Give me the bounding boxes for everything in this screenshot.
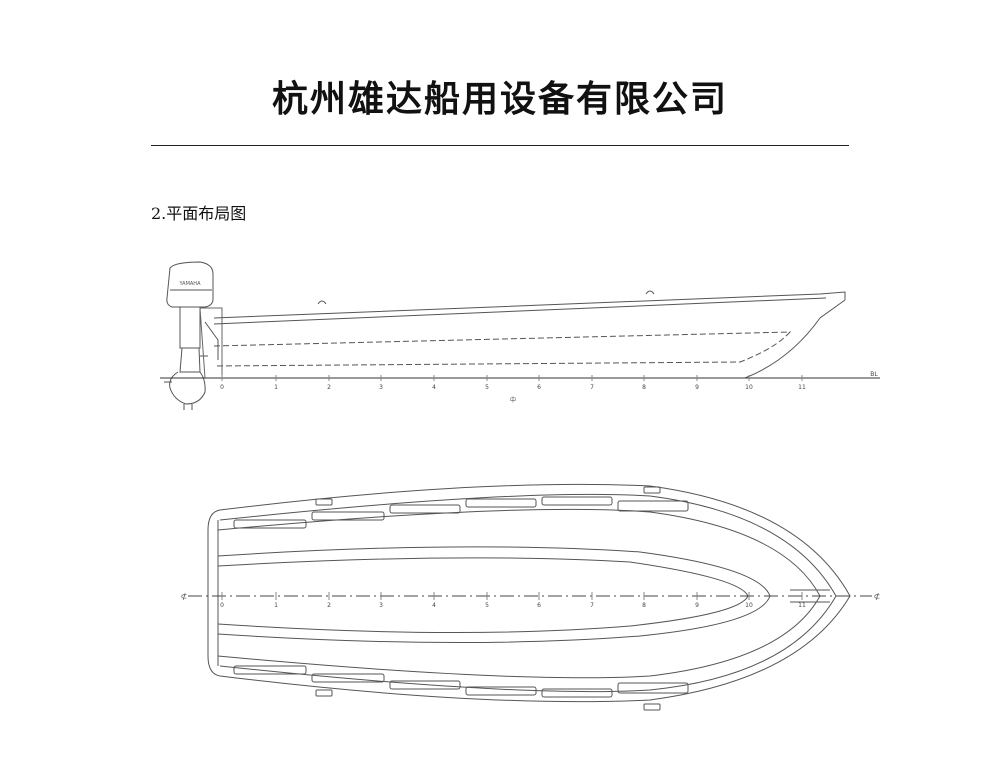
plan-station-label: 11: [798, 602, 806, 609]
side-station-label: 4: [432, 384, 436, 391]
engine-brand-label: YAMAHA: [178, 281, 201, 287]
plan-station-label: 0: [220, 602, 224, 609]
plan-station-label: 1: [274, 602, 278, 609]
plan-station-label: 5: [485, 602, 489, 609]
header-divider: [151, 145, 849, 146]
side-station-label: 8: [642, 384, 646, 391]
side-station-ticks: [221, 375, 803, 381]
centerline-label-left: ⊄: [181, 592, 188, 601]
section-heading: 2.平面布局图: [151, 204, 247, 223]
plan-station-label: 9: [695, 602, 699, 609]
side-station-label: 2: [327, 384, 331, 391]
plan-view: [188, 483, 872, 711]
side-station-label: 1: [274, 384, 278, 391]
side-center-mark: 中: [510, 396, 516, 404]
side-station-label: 5: [485, 384, 489, 391]
side-station-label: 11: [798, 384, 806, 391]
lower-locker-pads: [233, 665, 689, 711]
side-elevation-view: YAMAHA: [160, 261, 880, 410]
side-station-label: 10: [745, 384, 753, 391]
side-station-label: 3: [379, 384, 383, 391]
plan-station-label: 4: [432, 602, 436, 609]
baseline-label: BL: [870, 371, 878, 378]
side-station-label: 9: [695, 384, 699, 391]
centerline-label-right: ⊄: [874, 592, 881, 601]
plan-station-label: 8: [642, 602, 646, 609]
plan-station-label: 2: [327, 602, 331, 609]
side-station-label: 6: [537, 384, 541, 391]
plan-station-ticks: [221, 592, 803, 600]
plan-station-label: 6: [537, 602, 541, 609]
side-station-label: 0: [220, 384, 224, 391]
plan-station-label: 10: [745, 602, 753, 609]
outboard-motor: YAMAHA: [164, 261, 214, 410]
company-title: 杭州雄达船用设备有限公司: [271, 79, 728, 120]
plan-station-labels: 0 1 2 3 4 5 6 7 8 9 10 11 ⊄ ⊄: [181, 592, 881, 609]
plan-station-label: 3: [379, 602, 383, 609]
upper-locker-pads: [233, 486, 689, 529]
side-station-labels: 0 1 2 3 4 5 6 7 8 9 10 11 BL 中: [220, 371, 878, 404]
plan-station-label: 7: [590, 602, 594, 609]
side-station-label: 7: [590, 384, 594, 391]
